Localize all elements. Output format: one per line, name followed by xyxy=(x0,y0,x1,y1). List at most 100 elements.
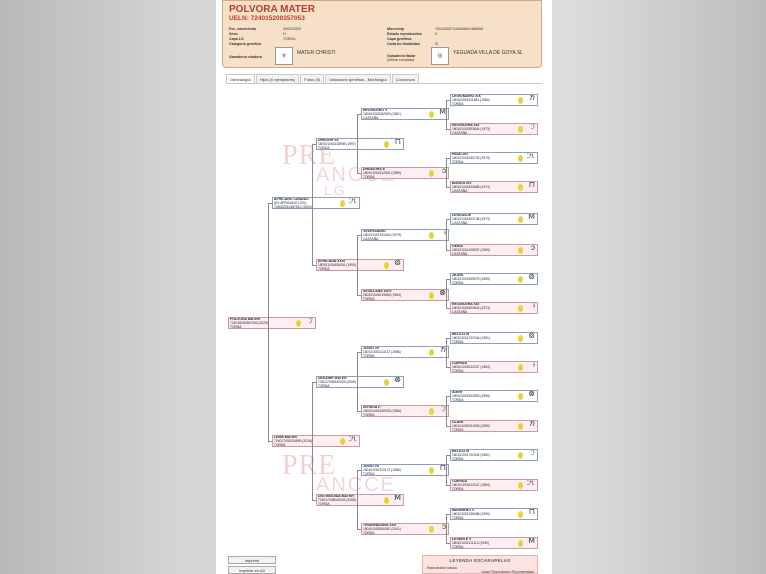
horse-node-id: 180101001702344 (1981) xyxy=(452,452,490,457)
horse-header: POLVORA MATER UELN: 724015200357053 Fec.… xyxy=(222,0,542,68)
horse-node-name: RECINCERA XIX xyxy=(452,302,480,306)
horse-node-id: 180101001812047 (1984) xyxy=(452,364,490,369)
brand-mark-icon: ⊓ xyxy=(528,508,535,516)
horse-node-name: JUDIO VII xyxy=(363,464,379,468)
horse-node-name: BELICO III xyxy=(452,332,470,336)
horse-node-name: CLAVE xyxy=(452,420,464,424)
tab-competitions[interactable]: Concursos xyxy=(391,74,419,83)
brand-mark-icon: ⊚ xyxy=(394,259,401,267)
pedigree-connector xyxy=(446,338,447,352)
horse-node-name: AFRICANA XXVI xyxy=(318,259,346,263)
horse-node-coat: TORDA xyxy=(363,530,375,535)
horse-node-id: 180101001619863 (1984) xyxy=(363,292,401,297)
print-button[interactable]: Imprimir xyxy=(228,556,276,564)
tab-genetic-evaluation[interactable]: Valoración genética - Morfología xyxy=(325,74,391,83)
tab-offspring[interactable]: Hijos (0 ejemplares) xyxy=(255,74,300,83)
brand-mark-icon: ⊓ xyxy=(439,464,446,472)
rosette-icon xyxy=(296,320,301,327)
pedigree-connector xyxy=(357,470,361,471)
pedigree-connector xyxy=(446,514,450,515)
tab-photos[interactable]: Fotos (0) xyxy=(300,74,325,83)
pedigree-connector xyxy=(446,514,447,529)
horse-node-id: 724017002024890 (2016) xyxy=(274,438,312,443)
horse-node-coat: TORDA xyxy=(363,471,375,476)
pedigree-connector xyxy=(446,279,447,295)
horse-node-name: AFRICANO CANDAU xyxy=(274,197,309,201)
horse-node-name: VESPASIANO xyxy=(363,229,386,233)
pedigree-connector xyxy=(446,129,450,130)
brand-mark-icon: ⊓ xyxy=(394,138,401,146)
pedigree-connector xyxy=(268,441,272,442)
print-a3-button[interactable]: Imprimir en A3 xyxy=(228,566,276,574)
brand-mark-icon: ℐ xyxy=(442,405,446,413)
horse-node-id: 180101001205097 (1969) xyxy=(452,247,490,252)
horse-node-coat: TORDA xyxy=(318,383,330,388)
horse-node-id: 180101001630733 (1979) xyxy=(452,155,490,160)
horse-node-name: POLVORA MATER xyxy=(230,317,261,321)
brand-mark-icon: Ⅿ xyxy=(394,494,401,502)
horse-node-id: (EX AFRICANO LXIV) xyxy=(274,200,307,205)
pedigree-connector xyxy=(357,529,361,530)
brand-mark-icon: ℐ xyxy=(309,317,313,325)
pedigree-connector xyxy=(357,235,361,236)
watermark-lg: LG xyxy=(324,182,347,198)
horse-node-id: 180101002021505 (1980) xyxy=(452,423,490,428)
horse-node-coat: CASTAÑA xyxy=(452,251,468,256)
brand-mark-icon: Ⅿ xyxy=(439,108,446,116)
pedigree-connector xyxy=(312,382,316,383)
pedigree-connector xyxy=(446,235,447,250)
horse-node-coat: TORDA xyxy=(452,427,464,432)
pedigree-connector xyxy=(446,100,450,101)
pedigree-connector xyxy=(357,470,358,500)
horse-node-coat: TORDA xyxy=(363,412,375,417)
horse-node-name: LEMA MATER xyxy=(274,435,297,439)
field-repro-status: Estado reproductivo S xyxy=(387,32,438,36)
horse-node-coat: TORDA xyxy=(363,353,375,358)
horse-node-id: 180101002111113 (1990) xyxy=(452,540,489,545)
pedigree-connector xyxy=(312,441,313,500)
pedigree-connector xyxy=(446,411,447,426)
tab-genealogy[interactable]: Genealogía xyxy=(226,74,255,83)
rosette-icon xyxy=(518,393,523,400)
pedigree-connector xyxy=(446,158,450,159)
horse-node-name: LEVANTE V xyxy=(452,537,472,541)
rosette-icon xyxy=(429,408,434,415)
pedigree-node[interactable]: AFRICANO CANDAU(EX AFRICANO LXIV)7240020… xyxy=(272,197,360,209)
pedigree-connector xyxy=(446,219,450,220)
horse-node-coat: TORDA xyxy=(452,486,464,491)
horse-node-id: 180101002830087 (2001) xyxy=(363,526,401,531)
horse-node-coat: TORDA xyxy=(363,296,375,301)
horse-node-id: 180101002052903 (1981) xyxy=(363,111,401,116)
brand-mark-icon: ℋ xyxy=(527,152,535,160)
